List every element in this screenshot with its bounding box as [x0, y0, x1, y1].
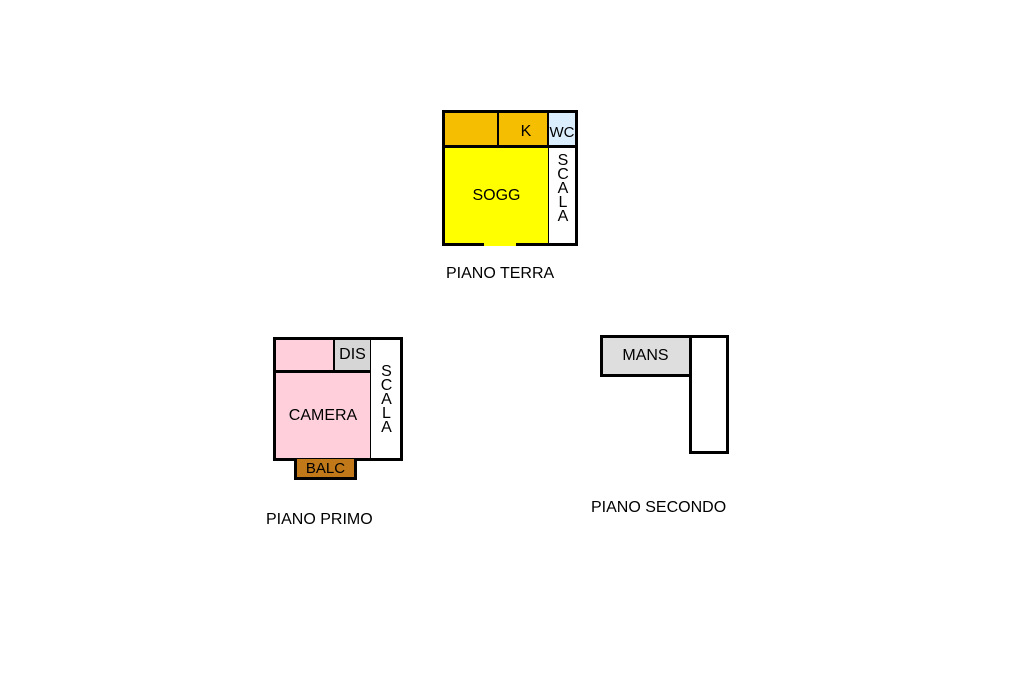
- room-balc: BALC: [294, 458, 357, 480]
- room-sogg-label: SOGG: [472, 186, 521, 204]
- room-camera: CAMERA: [273, 370, 373, 461]
- door-opening: [484, 243, 516, 246]
- room-mans: MANS: [600, 335, 693, 377]
- room-wc-label: WC: [549, 124, 575, 141]
- caption-piano-primo: PIANO PRIMO: [266, 511, 373, 528]
- room-kitchen-left: [442, 110, 499, 148]
- room-secondo-wing: [689, 335, 729, 454]
- room-dis: DIS: [333, 337, 373, 373]
- room-balc-label: BALC: [305, 459, 346, 477]
- room-wc: WC: [548, 110, 578, 148]
- room-camera-label: CAMERA: [288, 406, 358, 424]
- room-scala-primo: [370, 337, 403, 461]
- caption-piano-terra: PIANO TERRA: [446, 265, 555, 282]
- room-mans-label: MANS: [622, 347, 669, 364]
- room-k-label: K: [520, 123, 532, 140]
- room-camera-top: [273, 337, 335, 373]
- room-k: K: [497, 110, 550, 148]
- scala-primo-label: S C A L A: [380, 363, 393, 436]
- room-scala-terra: [548, 145, 578, 246]
- room-sogg: SOGG: [442, 145, 551, 246]
- caption-piano-secondo: PIANO SECONDO: [591, 499, 727, 516]
- room-dis-label: DIS: [339, 346, 366, 363]
- scala-terra-label: S C A L A: [557, 152, 569, 225]
